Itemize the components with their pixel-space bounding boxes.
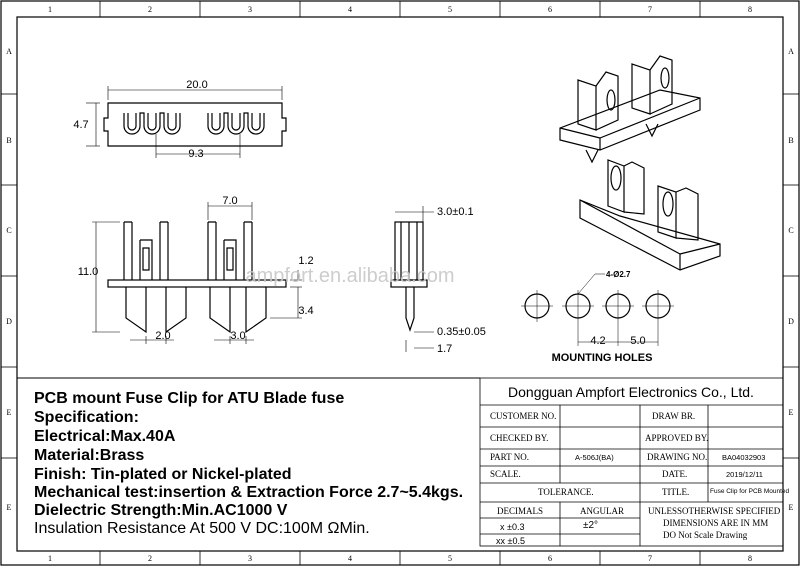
dim-front-pin-gap: 3.0 (230, 330, 245, 342)
row-label: D (788, 317, 794, 326)
note-unspecified: UNLESSOTHERWISE SPECIFIED (648, 506, 781, 516)
column-labels: 1 2 3 4 5 6 7 8 1 2 3 4 5 6 7 8 (48, 5, 752, 563)
spec-heading: Specification: (34, 409, 139, 426)
dim-front-pin-offset: 1.2 (298, 255, 313, 267)
col-label: 4 (348, 554, 352, 563)
dim-top-pitch: 9.3 (188, 148, 203, 160)
top-view-dims (86, 86, 283, 158)
col-label: 8 (748, 554, 752, 563)
isometric-view-bottom (579, 159, 721, 271)
spec-material: Material:Brass (34, 447, 145, 464)
row-label: C (788, 226, 793, 235)
col-label: 4 (348, 5, 352, 14)
part-no-value: A-506J(BA) (575, 453, 614, 462)
col-label: 5 (448, 5, 452, 14)
dim-hole-spacing-a: 4.2 (590, 335, 605, 347)
dim-top-height: 4.7 (73, 119, 88, 131)
side-view-dims (395, 206, 434, 352)
drawing-no-value: BA04032903 (722, 453, 766, 462)
spec-dielectric: Dielectric Strength:Min.AC1000 V (34, 502, 288, 519)
col-label: 8 (748, 5, 752, 14)
side-view (390, 221, 428, 332)
watermark: ampfort.en.alibaba.com (245, 265, 454, 287)
dim-side-pin-thickness: 0.35±0.05 (437, 326, 486, 338)
spec-title: PCB mount Fuse Clip for ATU Blade fuse (34, 390, 345, 407)
row-label: E (789, 503, 794, 512)
company-name: Dongguan Ampfort Electronics Co., Ltd. (508, 384, 754, 400)
dim-top-width: 20.0 (186, 79, 207, 91)
dim-side-thickness: 3.0±0.1 (437, 206, 474, 218)
row-labels: A B C D E E A B C D E E (6, 47, 794, 512)
hole-centerlines (521, 273, 674, 346)
dim-front-height: 11.0 (78, 266, 99, 278)
col-label: 3 (248, 554, 252, 563)
decimals-label: DECIMALS (497, 506, 544, 516)
row-label: A (788, 47, 794, 56)
tolerance-xx: xx ±0.5 (496, 536, 525, 546)
row-label: A (6, 47, 12, 56)
date-value: 2019/12/11 (726, 470, 763, 479)
approved-by-label: APPROVED BY. (645, 433, 709, 443)
isometric-view-top (559, 55, 701, 164)
col-label: 2 (148, 5, 152, 14)
col-label: 3 (248, 5, 252, 14)
row-label: E (789, 408, 794, 417)
dim-front-width: 7.0 (222, 195, 237, 207)
draw-br-label: DRAW BR. (652, 411, 696, 421)
part-no-label: PART NO. (490, 452, 529, 462)
mounting-holes-title: MOUNTING HOLES (552, 352, 653, 364)
scale-label: SCALE. (490, 469, 521, 479)
dim-hole-spacing-b: 5.0 (630, 335, 645, 347)
col-label: 7 (648, 554, 652, 563)
title-label: TITLE. (662, 487, 690, 497)
col-label: 1 (48, 5, 52, 14)
dim-front-pin-length: 3.4 (298, 305, 313, 317)
checked-by-label: CHECKED BY. (490, 433, 549, 443)
note-dimensions: DIMENSIONS ARE IN MM (663, 518, 769, 528)
angular-label: ANGULAR (580, 506, 624, 516)
title-block (479, 377, 784, 547)
spec-finish: Finish: Tin-plated or Nickel-plated (34, 466, 292, 483)
row-label: B (6, 136, 11, 145)
spec-insulation: Insulation Resistance At 500 V DC:100M Ω… (34, 520, 370, 537)
row-label: E (7, 503, 12, 512)
dim-front-pin-width: 2.0 (155, 330, 170, 342)
front-view (107, 221, 287, 334)
top-view (103, 102, 287, 147)
hole-callout: 4-Ø2.7 (606, 270, 631, 279)
tolerance-angle: ±2° (583, 520, 599, 531)
dim-side-pin-offset: 1.7 (437, 343, 452, 355)
front-view-dims (92, 202, 302, 344)
row-label: E (7, 408, 12, 417)
customer-no-label: CUSTOMER NO. (490, 411, 557, 421)
col-label: 1 (48, 554, 52, 563)
drawing-no-label: DRAWING NO. (647, 452, 708, 462)
spec-electrical: Electrical:Max.40A (34, 428, 176, 445)
tolerance-label: TOLERANCE. (538, 487, 594, 497)
date-label: DATE. (662, 469, 688, 479)
title-value: Fuse Clip for PCB Mounted (710, 488, 790, 495)
row-label: D (6, 317, 12, 326)
col-label: 5 (448, 554, 452, 563)
col-label: 6 (548, 554, 552, 563)
row-label: B (788, 136, 793, 145)
row-label: C (6, 226, 11, 235)
tolerance-x: x ±0.3 (500, 522, 525, 532)
spec-mechanical: Mechanical test:insertion & Extraction F… (34, 484, 464, 501)
col-label: 6 (548, 5, 552, 14)
note-scale: DO Not Scale Drawing (663, 530, 748, 540)
col-label: 2 (148, 554, 152, 563)
col-label: 7 (648, 5, 652, 14)
